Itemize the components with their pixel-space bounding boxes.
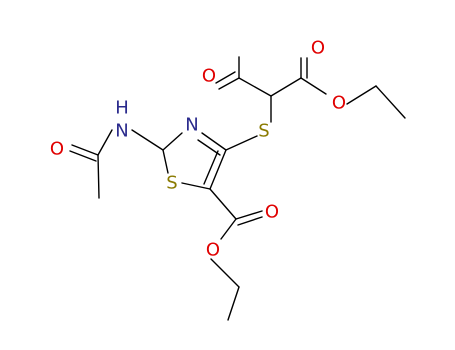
bond — [131, 129, 164, 151]
oxygen-ester-carbonyl-label: O — [311, 38, 325, 59]
bond — [162, 132, 183, 151]
amine-hydrogen-label: H — [115, 98, 129, 119]
bond — [181, 182, 211, 190]
oxygen-ester-label: O — [332, 93, 346, 114]
bond — [346, 85, 377, 105]
oxygen-ketone-label: O — [202, 66, 216, 87]
bond — [227, 286, 240, 321]
bond — [225, 135, 258, 151]
bond — [201, 132, 227, 151]
oxygen-ester-2-label: O — [206, 240, 220, 261]
oxygen-amide-label: O — [50, 139, 64, 160]
sulfur-ring-label: S — [166, 173, 177, 194]
nitrogen-ring-label: N — [185, 115, 198, 136]
bond — [97, 154, 100, 199]
amine-nitrogen-label: N — [115, 121, 128, 142]
bond — [215, 71, 236, 84]
bond — [237, 216, 263, 226]
bond — [220, 218, 237, 240]
bond — [235, 210, 263, 220]
bond — [209, 188, 237, 220]
bond — [69, 150, 97, 162]
bond — [197, 139, 221, 156]
bond — [203, 150, 219, 185]
atom-labels: O O O S N H N O S O O — [50, 38, 346, 261]
sulfur-thioether-label: S — [258, 121, 269, 142]
bond — [375, 85, 406, 119]
oxygen-ester-carbonyl-2-label: O — [265, 202, 279, 223]
bond — [300, 77, 327, 95]
bond — [270, 77, 302, 97]
bond — [162, 149, 169, 174]
bond — [238, 77, 272, 97]
bond — [97, 129, 113, 156]
bond — [218, 77, 240, 90]
bond — [71, 144, 99, 156]
bond — [209, 149, 227, 190]
bonds — [69, 56, 406, 321]
bond — [210, 258, 240, 288]
